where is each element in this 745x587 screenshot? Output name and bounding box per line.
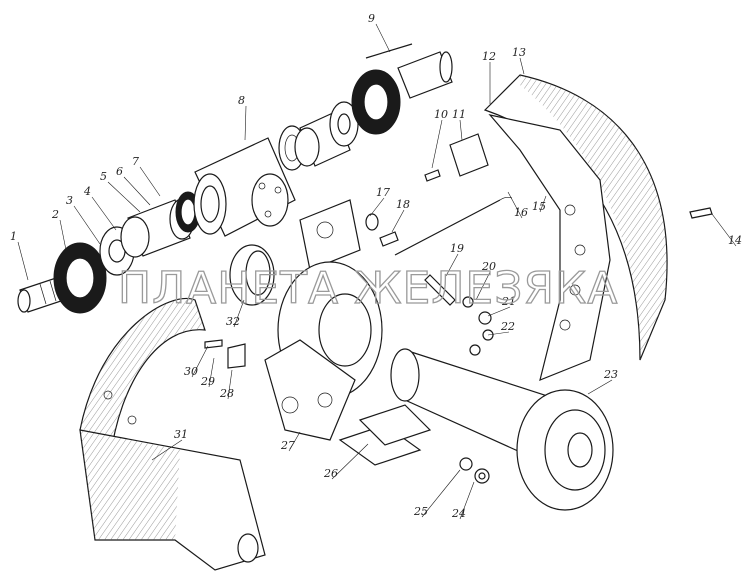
leader-line-10 — [431, 119, 443, 169]
callout-6: 6 — [116, 165, 123, 178]
callout-10: 10 — [434, 108, 448, 121]
leader-line-7 — [139, 166, 161, 197]
leader-line-15 — [539, 195, 547, 213]
leader-line-21 — [487, 306, 511, 317]
leader-line-16 — [507, 191, 523, 219]
leader-line-3 — [73, 205, 101, 245]
leader-line-30 — [191, 345, 209, 378]
callout-8: 8 — [238, 94, 245, 107]
leader-line-27 — [288, 431, 301, 452]
callout-1: 1 — [10, 230, 17, 243]
callout-2: 2 — [51, 208, 59, 221]
callout-22: 22 — [500, 320, 515, 333]
leader-line-13 — [519, 57, 525, 75]
callout-25: 25 — [413, 505, 428, 518]
leader-line-23 — [587, 379, 613, 395]
leader-line-18 — [391, 209, 405, 233]
sprocket-ring-left — [53, 242, 107, 314]
callout-29: 29 — [200, 375, 215, 388]
pin-9 — [365, 43, 413, 59]
callout-20: 20 — [481, 260, 496, 273]
leader-line-25 — [421, 469, 461, 518]
washer-right — [329, 101, 359, 147]
leader-line-22 — [487, 331, 510, 336]
callout-23: 23 — [603, 368, 618, 381]
leader-line-24 — [459, 481, 475, 520]
leader-line-11 — [459, 119, 463, 141]
leader-line-5 — [107, 181, 141, 213]
bushing — [229, 244, 275, 306]
sprocket-ring-right — [351, 69, 401, 135]
leader-line-14 — [711, 213, 737, 247]
nut-washer — [459, 457, 490, 484]
housing — [193, 137, 296, 237]
watermark: ПЛАНЕТА ЖЕЛЕЗЯКА — [118, 263, 618, 314]
callout-16: 16 — [514, 206, 528, 219]
callout-3: 3 — [66, 194, 73, 207]
leader-line-4 — [91, 196, 117, 231]
callout-19: 19 — [450, 242, 464, 255]
input-shaft-right — [397, 51, 453, 99]
leader-line-26 — [331, 443, 369, 480]
callout-14: 14 — [728, 234, 742, 247]
callout-17: 17 — [376, 186, 390, 199]
callout-15: 15 — [532, 200, 546, 213]
leader-line-9 — [375, 23, 391, 53]
leader-line-29 — [208, 357, 215, 388]
callout-24: 24 — [451, 507, 466, 520]
callout-27: 27 — [280, 439, 295, 452]
hub-shaft — [390, 348, 614, 511]
brake-shoe-right — [483, 74, 668, 381]
leader-line-17 — [369, 197, 385, 217]
callout-5: 5 — [100, 170, 107, 183]
callout-7: 7 — [132, 155, 139, 168]
callout-26: 26 — [323, 467, 338, 480]
callout-18: 18 — [396, 198, 410, 211]
small-hardware — [204, 133, 713, 369]
callout-32: 32 — [226, 315, 240, 328]
callout-30: 30 — [184, 365, 198, 378]
leader-line-20 — [475, 271, 491, 301]
callout-11: 11 — [452, 108, 466, 121]
callout-28: 28 — [219, 387, 234, 400]
leader-line-19 — [445, 253, 459, 277]
callout-12: 12 — [482, 50, 496, 63]
bracket — [264, 339, 356, 441]
leader-line-31 — [151, 439, 183, 461]
leader-line-2 — [59, 219, 67, 251]
leader-line-8 — [244, 105, 247, 141]
callout-4: 4 — [83, 185, 91, 198]
leader-line-32 — [233, 299, 245, 328]
callout-31: 31 — [174, 428, 188, 441]
callout-13: 13 — [512, 46, 526, 59]
brake-shoe-left — [79, 298, 266, 571]
leader-line-28 — [227, 369, 233, 400]
rollers — [338, 404, 432, 466]
callout-21: 21 — [501, 295, 516, 308]
callout-9: 9 — [368, 12, 375, 25]
leader-line-6 — [123, 176, 151, 206]
leader-line-1 — [17, 241, 29, 281]
